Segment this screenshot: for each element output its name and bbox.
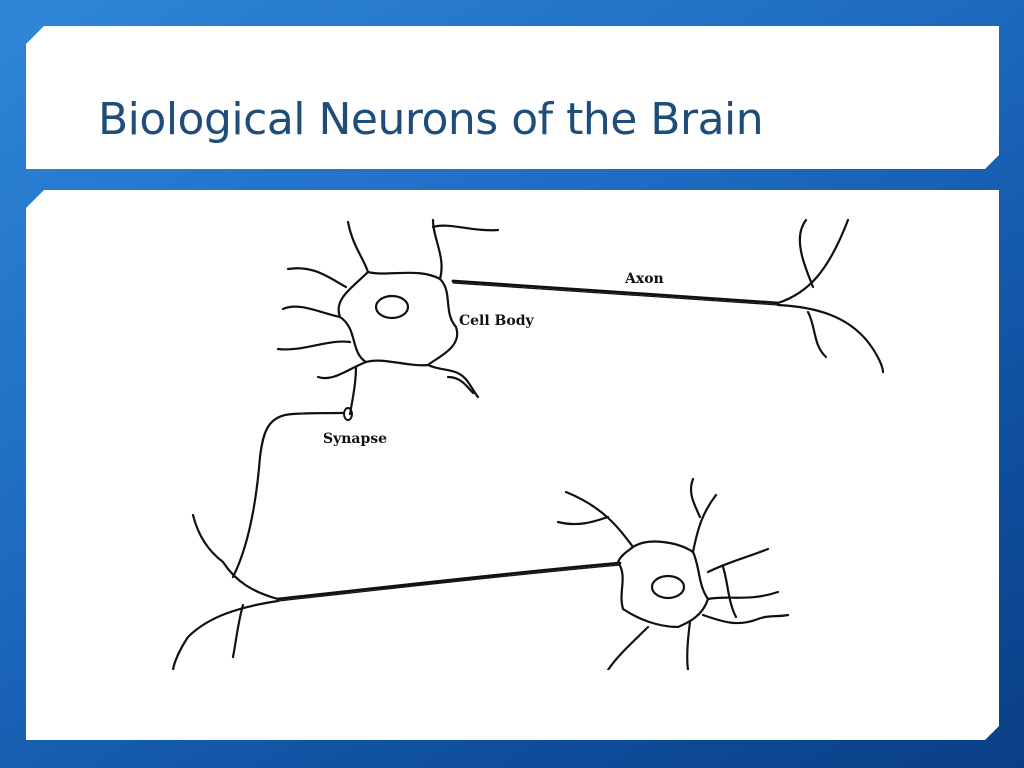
lower-dendrite	[703, 615, 788, 623]
lower-dendrite	[691, 479, 700, 517]
lower-axon	[278, 565, 620, 601]
neuron-diagram-svg: Axon Cell Body Synapse	[88, 217, 938, 670]
axon-label: Axon	[624, 271, 664, 287]
neuron-diagram: Axon Cell Body Synapse	[88, 217, 938, 670]
upper-axon-terminal	[778, 305, 883, 372]
upper-dendrite	[433, 220, 442, 279]
upper-dendrite	[433, 226, 498, 231]
upper-dendrite	[288, 268, 346, 287]
upper-dendrite	[348, 222, 368, 272]
presynaptic-fiber	[233, 414, 293, 577]
lower-cell-body	[618, 542, 708, 627]
lower-dendrite	[708, 549, 768, 572]
synapse-label: Synapse	[323, 431, 387, 447]
lower-dendrite	[558, 517, 608, 524]
content-panel: Axon Cell Body Synapse	[26, 190, 999, 740]
upper-axon	[453, 283, 778, 305]
lower-axon-terminal	[193, 515, 278, 599]
upper-nucleus	[376, 296, 408, 318]
upper-axon-terminal	[808, 312, 826, 357]
lower-nucleus	[652, 576, 684, 598]
lower-dendrite	[608, 627, 648, 670]
upper-axon	[453, 281, 778, 303]
synapse-stalk	[293, 413, 343, 414]
lower-axon	[278, 563, 620, 599]
synapse-bouton	[344, 408, 352, 420]
lower-axon-terminal	[173, 601, 278, 670]
lower-dendrite	[693, 495, 716, 552]
upper-dendrite	[278, 342, 350, 350]
upper-axon-terminal	[800, 220, 813, 287]
upper-dendrite	[318, 362, 366, 378]
title-panel: Biological Neurons of the Brain	[26, 26, 999, 169]
lower-dendrite	[708, 592, 778, 599]
slide-title: Biological Neurons of the Brain	[98, 94, 764, 145]
lower-dendrite	[723, 567, 736, 617]
lower-neuron	[173, 479, 788, 670]
cell-body-label: Cell Body	[459, 313, 535, 329]
upper-dendrite	[448, 377, 473, 393]
upper-collateral	[350, 367, 356, 414]
upper-dendrite	[283, 307, 340, 317]
upper-axon-terminal	[778, 220, 848, 303]
lower-dendrite	[687, 622, 690, 670]
upper-neuron	[233, 220, 883, 577]
lower-axon-terminal	[233, 605, 243, 657]
upper-dendrite	[428, 365, 478, 397]
upper-cell-body	[339, 272, 458, 365]
